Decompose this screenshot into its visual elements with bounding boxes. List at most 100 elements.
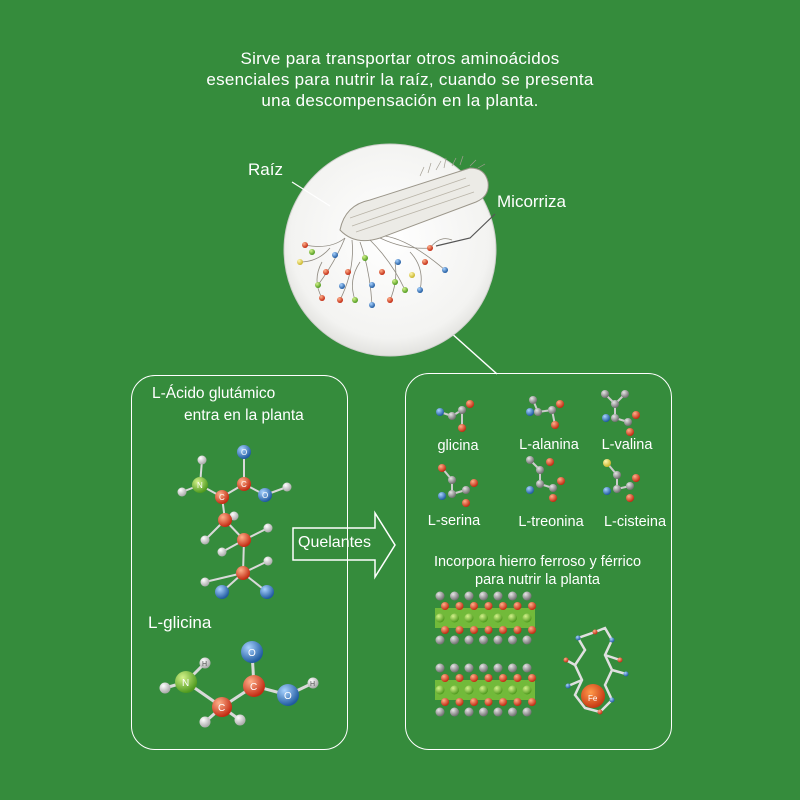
lattice-atom [508, 591, 517, 601]
mycorrhiza-callout: Micorriza [497, 192, 566, 211]
glutamic-acid-subtitle: entra en la planta [184, 407, 304, 424]
lattice-atom [479, 591, 488, 601]
left-panel [131, 375, 348, 750]
atom-label: H [310, 681, 315, 688]
atom-label: C [241, 480, 247, 489]
lattice-atom [499, 602, 507, 610]
lattice-atom [522, 685, 532, 695]
glutamic-acid-title: L-Ácido glutámico [152, 385, 276, 402]
atom-label: N [197, 481, 203, 490]
glicina-molecule [436, 400, 474, 432]
lattice-atom [484, 698, 493, 706]
amino-alanina: L-alanina [519, 437, 579, 453]
iron-text-line2: para nutrir la planta [475, 572, 600, 588]
lattice-atom [508, 635, 517, 645]
amino-glicina: glicina [437, 438, 479, 454]
amino-cisteina: L-cisteina [603, 514, 667, 530]
lattice-atom [450, 707, 459, 717]
lattice-atom [513, 602, 522, 610]
lattice-atom [470, 626, 478, 634]
lattice-atom [513, 626, 522, 634]
lattice-atom [508, 663, 517, 673]
lattice-atom [484, 626, 493, 634]
lattice-atom [508, 613, 517, 623]
lattice-atom [455, 674, 464, 682]
lattice-atom [470, 602, 478, 610]
lattice-atom [435, 685, 445, 695]
lattice-atom [499, 698, 507, 706]
lattice-atom [435, 613, 445, 623]
atom-label: C [218, 703, 225, 714]
lattice-atom [522, 613, 532, 623]
quelantes-label: Quelantes [298, 534, 371, 551]
lattice-atom [522, 707, 532, 717]
lattice-atom [493, 591, 503, 601]
lattice-atom [455, 626, 464, 634]
lattice-atom [508, 707, 517, 717]
lattice-atom [450, 613, 459, 623]
lattice-atom [441, 626, 449, 634]
lattice-atom [450, 591, 459, 601]
iron-text-line1: Incorpora hierro ferroso y férrico [433, 554, 642, 570]
atom-label: O [241, 448, 247, 457]
lattice-atom [528, 626, 536, 634]
lattice-atom [435, 591, 445, 601]
lattice-atom [522, 663, 532, 673]
lattice-atom [513, 674, 522, 682]
lattice-atom [464, 685, 474, 695]
lattice-atom [493, 663, 503, 673]
lattice-atom [493, 707, 503, 717]
lattice-atom [479, 685, 488, 695]
atom-label: C [219, 493, 225, 502]
lattice-atom [470, 698, 478, 706]
atom-label: N [182, 678, 189, 689]
lattice-atom [493, 685, 503, 695]
intro-text: Sirve para transportar otros aminoácidos… [206, 49, 594, 110]
lattice-atom [493, 635, 503, 645]
lattice-atom [455, 602, 464, 610]
lattice-atom [479, 613, 488, 623]
lattice-atom [470, 674, 478, 682]
lattice-atom [522, 635, 532, 645]
lattice-atom [479, 663, 488, 673]
lattice-atom [484, 674, 493, 682]
lattice-atom [450, 663, 459, 673]
lattice-atom [435, 635, 445, 645]
lattice-atom [450, 635, 459, 645]
lattice-atom [464, 635, 474, 645]
lattice-atom [528, 698, 536, 706]
atom-label: O [284, 691, 292, 702]
lattice-atom [513, 698, 522, 706]
atom-label: O [248, 648, 256, 659]
atom-label: H [202, 661, 207, 668]
amino-serina: L-serina [427, 513, 481, 529]
lattice-atom [441, 674, 449, 682]
right-panel [405, 373, 672, 750]
lattice-atom [441, 602, 449, 610]
lattice-atom [528, 674, 536, 682]
lattice-atom [450, 685, 459, 695]
amino-treonina: L-treonina [518, 514, 584, 530]
lattice-atom [455, 698, 464, 706]
lattice-atom [508, 685, 517, 695]
lattice-atom [435, 707, 445, 717]
lattice-atom [464, 707, 474, 717]
root-callout: Raíz [248, 160, 283, 179]
lattice-atom [499, 674, 507, 682]
lattice-atom [479, 635, 488, 645]
atom-label: O [262, 491, 268, 500]
lattice-atom [484, 602, 493, 610]
atom-label: C [250, 682, 257, 693]
lattice-atom [464, 613, 474, 623]
amino-valina: L-valina [601, 437, 653, 453]
glycine-label: L-glicina [148, 613, 212, 632]
lattice-atom [464, 663, 474, 673]
lattice-atom [528, 602, 536, 610]
lattice-atom [499, 626, 507, 634]
